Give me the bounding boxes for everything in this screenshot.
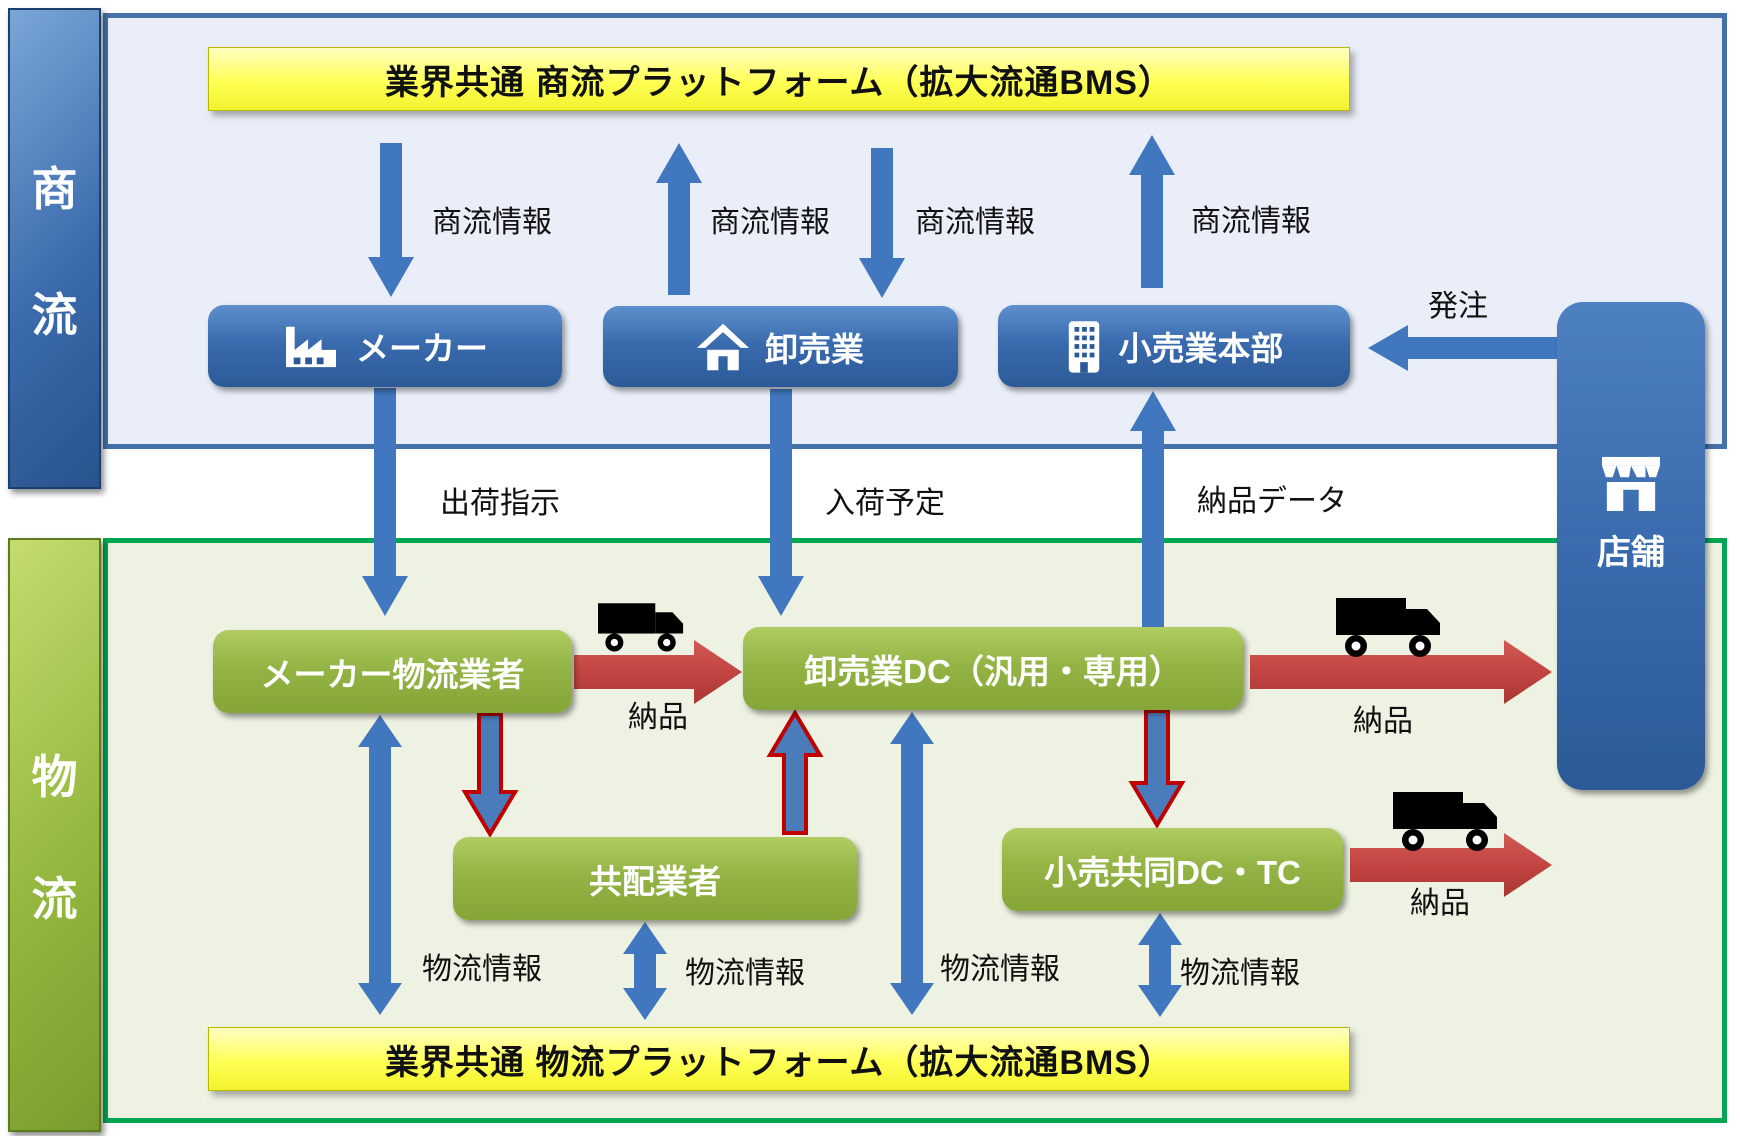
- truck-icon: [598, 596, 688, 658]
- node-retail-dc: 小売共同DC・TC: [1002, 828, 1343, 911]
- node-retail-hq: 小売業本部: [998, 305, 1350, 387]
- node-retail-hq-label: 小売業本部: [1118, 330, 1284, 367]
- truck-icon: [1392, 788, 1504, 854]
- node-maker-label: メーカー: [356, 330, 488, 367]
- transfer-arrow-maker-logistics-to-joint: [461, 712, 519, 838]
- shipping-instruction-label: 出荷指示: [440, 487, 560, 520]
- delivery-data-label: 納品データ: [1197, 485, 1347, 518]
- commerce-info-label-2: 商流情報: [710, 206, 830, 239]
- home-icon: [697, 323, 749, 371]
- logistics-platform-banner: 業界共通 物流プラットフォーム（拡大流通BMS）: [208, 1027, 1350, 1091]
- node-maker: メーカー: [208, 305, 562, 387]
- node-joint-distributor-label: 共配業者: [589, 862, 721, 900]
- commerce-sidebar-char-2: 流: [31, 288, 78, 341]
- delivery-label-1: 納品: [628, 701, 688, 734]
- logistics-flow-sidebar: 物 流: [8, 538, 101, 1132]
- logistics-info-label-1: 物流情報: [422, 953, 542, 986]
- logistics-platform-banner-label: 業界共通 物流プラットフォーム（拡大流通BMS）: [385, 1043, 1173, 1082]
- building-icon: [1065, 319, 1103, 373]
- node-wholesale-dc-label: 卸売業DC（汎用・専用）: [804, 652, 1182, 690]
- truck-icon: [1335, 594, 1447, 660]
- logistics-info-label-3: 物流情報: [940, 953, 1060, 986]
- node-wholesale-dc: 卸売業DC（汎用・専用）: [743, 627, 1243, 710]
- factory-icon: [282, 321, 340, 371]
- node-wholesale-label: 卸売業: [765, 330, 864, 368]
- logistics-info-label-4: 物流情報: [1180, 957, 1300, 990]
- commerce-platform-banner-label: 業界共通 商流プラットフォーム（拡大流通BMS）: [385, 63, 1173, 102]
- delivery-label-2: 納品: [1353, 705, 1413, 738]
- commerce-sidebar-char-1: 商: [31, 162, 78, 215]
- transfer-arrow-wholesale-dc-to-retail-dc: [1128, 709, 1186, 829]
- commerce-platform-banner: 業界共通 商流プラットフォーム（拡大流通BMS）: [208, 47, 1350, 111]
- node-store-label: 店舗: [1597, 533, 1665, 572]
- logistics-sidebar-char-2: 流: [31, 873, 78, 925]
- node-store: 店舗: [1557, 302, 1705, 790]
- commerce-info-label-4: 商流情報: [1191, 205, 1311, 238]
- node-maker-logistics: メーカー物流業者: [213, 630, 572, 713]
- delivery-label-3: 納品: [1410, 887, 1470, 920]
- commerce-info-label-1: 商流情報: [432, 206, 552, 239]
- logistics-sidebar-char-1: 物: [31, 751, 78, 803]
- commerce-flow-sidebar: 商 流: [8, 8, 101, 489]
- transfer-arrow-joint-to-wholesale-dc: [766, 710, 824, 836]
- node-retail-dc-label: 小売共同DC・TC: [1044, 853, 1301, 891]
- node-joint-distributor: 共配業者: [453, 837, 857, 920]
- logistics-info-label-2: 物流情報: [685, 957, 805, 990]
- order-label: 発注: [1428, 290, 1488, 323]
- commerce-info-label-3: 商流情報: [915, 206, 1035, 239]
- node-wholesale: 卸売業: [603, 306, 958, 387]
- arrival-schedule-label: 入荷予定: [825, 487, 945, 520]
- node-maker-logistics-label: メーカー物流業者: [260, 655, 525, 693]
- storefront-icon: [1600, 455, 1662, 511]
